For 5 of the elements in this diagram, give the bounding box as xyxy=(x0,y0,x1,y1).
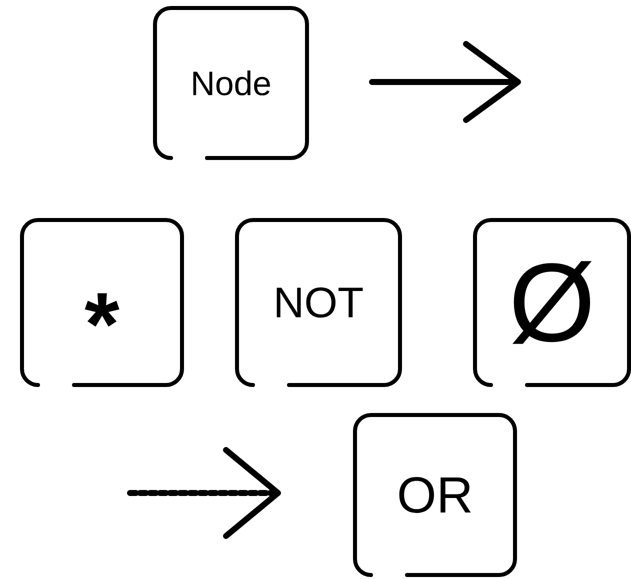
symbol-box: OR xyxy=(353,413,517,577)
symbol-box: NOT xyxy=(235,218,402,387)
symbol-box: Ø xyxy=(473,218,631,387)
symbol-box: Node xyxy=(153,6,309,160)
symbol-box: * xyxy=(20,218,184,387)
